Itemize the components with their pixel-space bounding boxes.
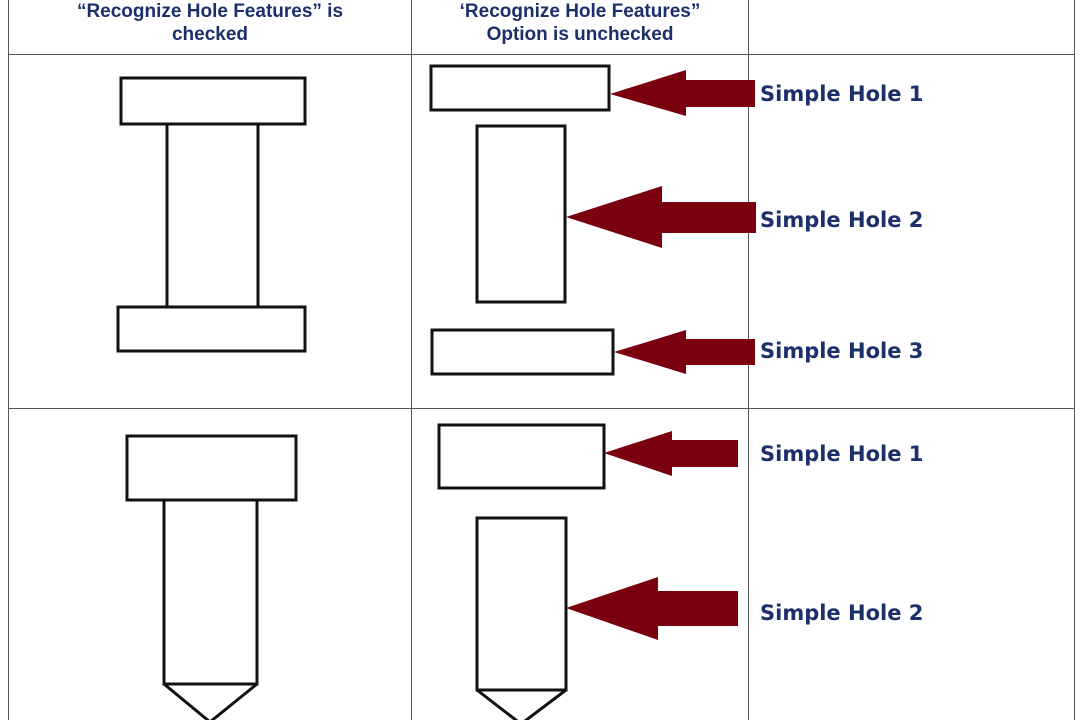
header-unchecked: ‘Recognize Hole Features” Option is unch… [412, 0, 748, 46]
counterbore-bottom-block [116, 305, 307, 353]
row1-label-simple-hole-1: Simple Hole 1 [760, 82, 924, 106]
simple-hole-2-shape [475, 124, 567, 304]
simple-hole-1-shape [429, 64, 611, 112]
arrow-left-icon [604, 431, 738, 476]
header-checked-line-2: checked [171, 24, 249, 45]
through-hole-shaft [165, 122, 260, 309]
header-unchecked-line-1: ‘Recognize Hole Features” [459, 1, 701, 22]
header-empty-cell [749, 0, 1074, 54]
counterbore-top-block [125, 434, 298, 502]
row1-label-simple-hole-2: Simple Hole 2 [760, 208, 924, 232]
row2-label-simple-hole-1: Simple Hole 1 [760, 442, 924, 466]
drill-point-cone [476, 688, 567, 720]
simple-hole-1-shape [437, 423, 606, 490]
counterbore-top-block [119, 76, 307, 126]
arrow-left-icon [566, 577, 738, 640]
arrow-left-icon [610, 70, 755, 116]
row2-checked-hole-profile [125, 434, 298, 720]
simple-hole-3-shape [430, 328, 615, 376]
arrow-left-icon [614, 330, 755, 374]
header-checked-line-1: “Recognize Hole Features” is [76, 1, 344, 22]
row1-checked-hole-profile [116, 76, 307, 353]
row1-unchecked-hole-profile [429, 64, 615, 376]
header-checked: “Recognize Hole Features” is checked [40, 0, 380, 46]
row1-label-simple-hole-3: Simple Hole 3 [760, 339, 924, 363]
arrow-left-icon [566, 186, 756, 248]
simple-hole-2-shape [475, 516, 568, 692]
header-unchecked-line-2: Option is unchecked [486, 24, 674, 45]
row2-label-simple-hole-2: Simple Hole 2 [760, 601, 924, 625]
pointer-arrows [566, 70, 756, 640]
drill-point-cone [163, 682, 258, 720]
row2-unchecked-hole-profile [437, 423, 606, 720]
drill-shaft [162, 498, 259, 686]
